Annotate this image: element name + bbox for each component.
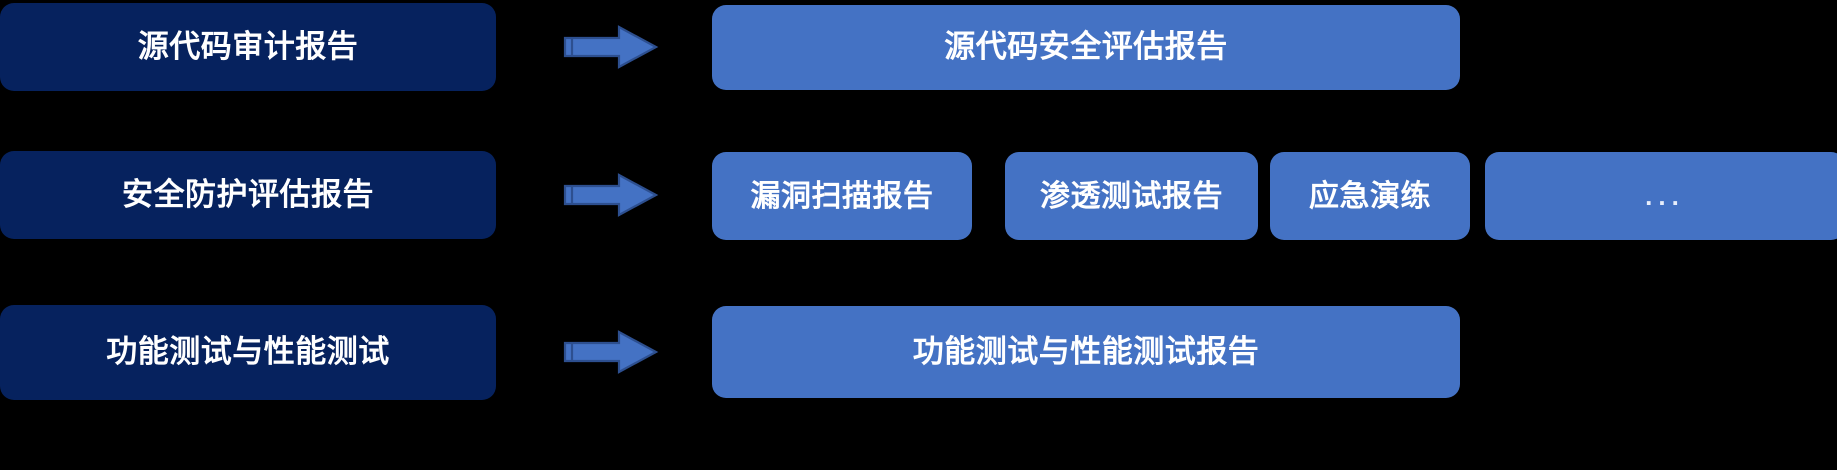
right-arrow-icon <box>563 173 659 217</box>
output-box-emergency-drill[interactable]: 应急演练 <box>1270 152 1470 240</box>
right-arrow-icon <box>563 330 659 374</box>
output-box-vulnerability-scan-report[interactable]: 漏洞扫描报告 <box>712 152 972 240</box>
source-box-source-code-audit[interactable]: 源代码审计报告 <box>0 3 496 91</box>
output-box-source-code-security-assessment[interactable]: 源代码安全评估报告 <box>712 5 1460 90</box>
flow-row-1: 源代码审计报告 源代码安全评估报告 <box>0 0 1837 100</box>
source-box-functional-and-performance-test[interactable]: 功能测试与性能测试 <box>0 305 496 400</box>
right-arrow-icon <box>563 25 659 69</box>
source-box-security-protection-assessment[interactable]: 安全防护评估报告 <box>0 151 496 239</box>
flow-row-3: 功能测试与性能测试 功能测试与性能测试报告 <box>0 297 1837 407</box>
output-box-functional-and-performance-test-report[interactable]: 功能测试与性能测试报告 <box>712 306 1460 398</box>
flow-row-2: 安全防护评估报告 漏洞扫描报告 渗透测试报告 应急演练 ... <box>0 148 1837 248</box>
output-box-more-ellipsis[interactable]: ... <box>1485 152 1837 240</box>
output-box-penetration-test-report[interactable]: 渗透测试报告 <box>1005 152 1258 240</box>
